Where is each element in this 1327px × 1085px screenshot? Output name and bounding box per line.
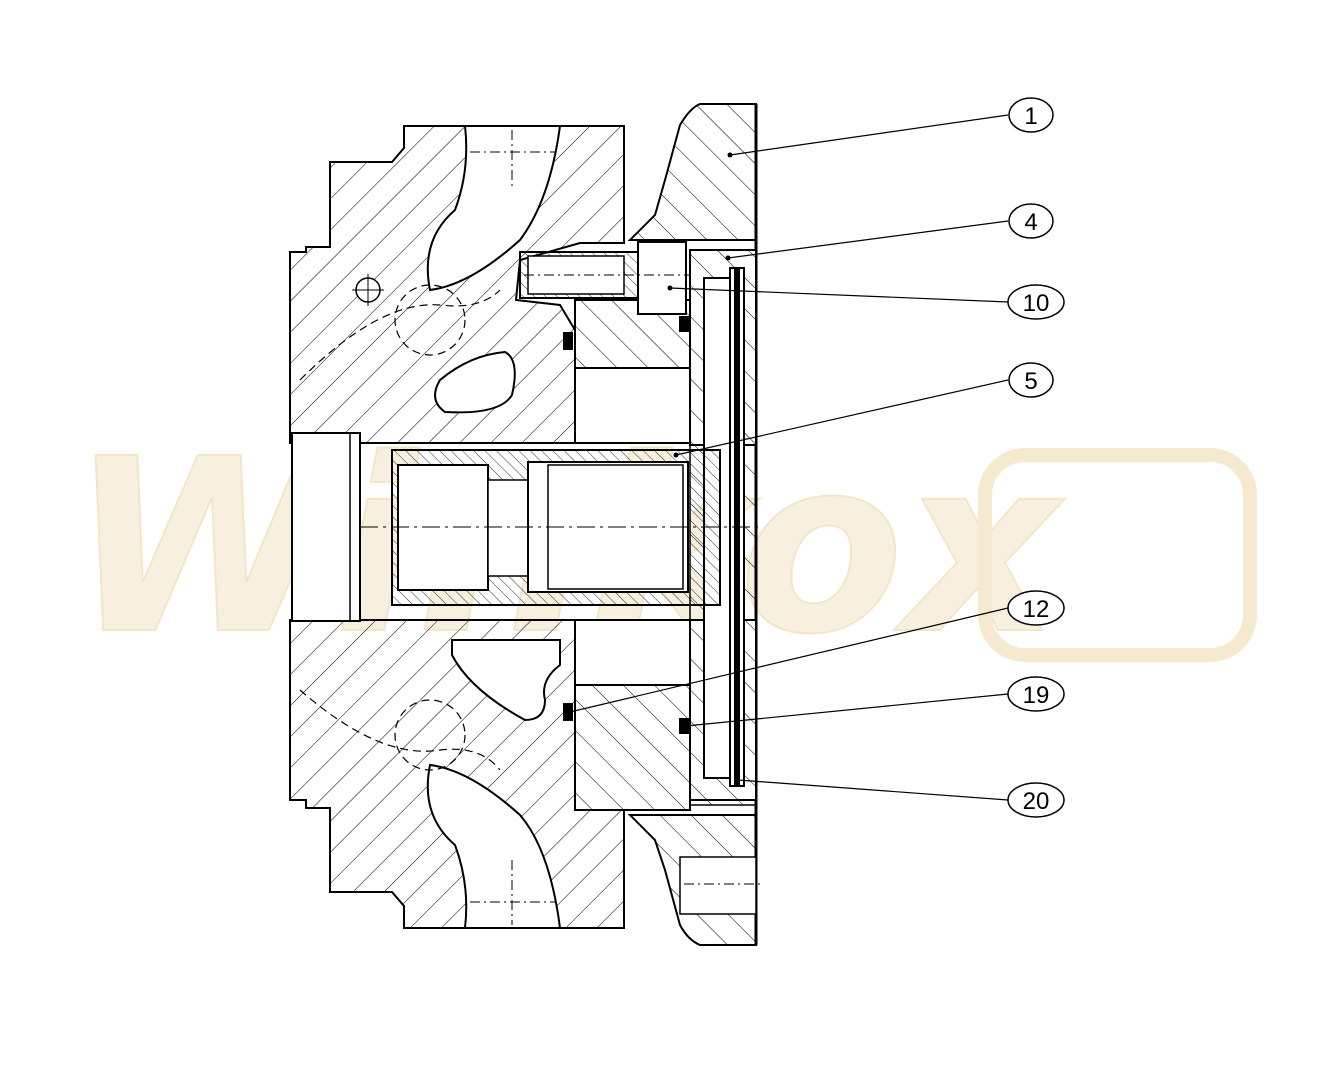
o-ring-19-upper	[679, 316, 689, 332]
callout-5: 5	[673, 362, 1054, 458]
callout-12: 12	[569, 590, 1065, 713]
o-ring-19-lower	[679, 718, 689, 734]
callout-20-label: 20	[1023, 788, 1050, 815]
lower-port-cavity	[426, 763, 562, 929]
cover-upper	[627, 103, 757, 241]
callout-4: 4	[725, 203, 1054, 261]
watermark-logo-badge	[978, 448, 1257, 662]
lower-side-pocket	[451, 639, 561, 722]
callout-10-label: 10	[1023, 290, 1050, 317]
o-ring-12-lower	[563, 703, 573, 721]
o-rings	[563, 316, 689, 734]
callout-19: 19	[685, 676, 1065, 727]
o-ring-12-upper	[563, 332, 573, 350]
upper-side-pocket	[434, 350, 516, 414]
callout-1-label: 1	[1024, 103, 1037, 130]
callout-1: 1	[727, 97, 1054, 158]
callout-12-label: 12	[1023, 596, 1050, 623]
callout-5-label: 5	[1024, 368, 1037, 395]
callout-4-label: 4	[1024, 209, 1037, 236]
cover-bolt-hole-lower	[679, 856, 757, 915]
callout-10: 10	[667, 284, 1065, 320]
bolt-part-10	[519, 241, 690, 315]
sleeve-part-5	[360, 449, 760, 606]
upper-port-cavity	[426, 125, 562, 292]
callout-20: 20	[737, 779, 1065, 818]
housing-body	[289, 125, 625, 929]
callout-19-label: 19	[1023, 682, 1050, 709]
